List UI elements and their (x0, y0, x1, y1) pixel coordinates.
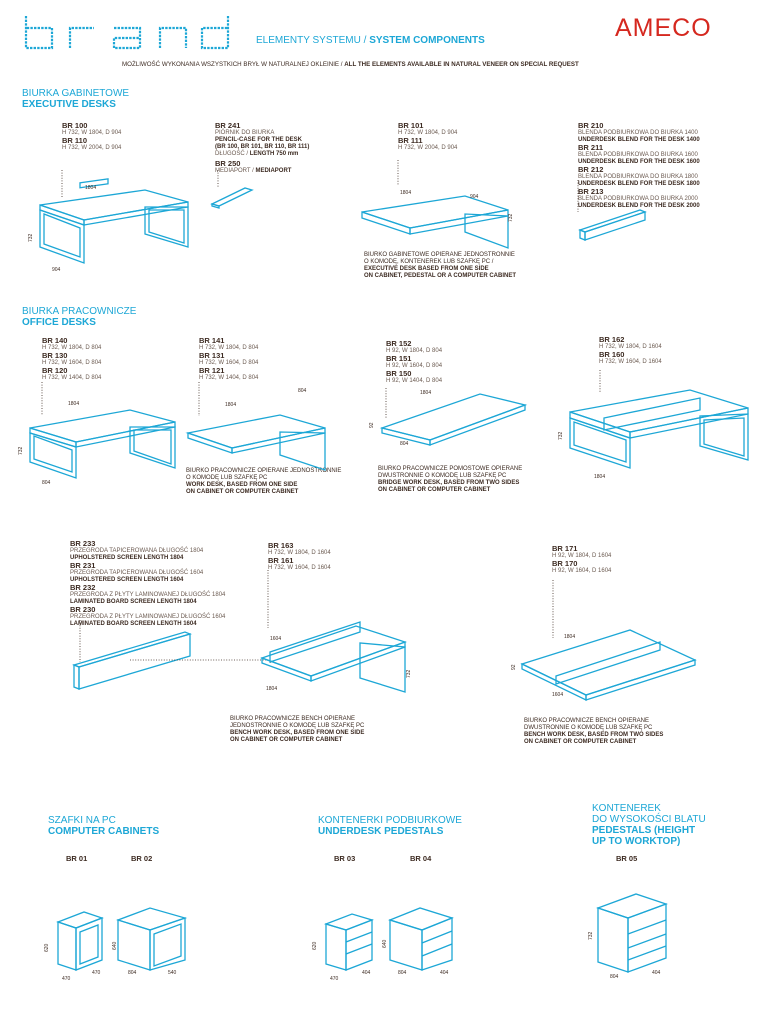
svg-text:804: 804 (128, 970, 137, 976)
bench-two-sides-drawing: 1804 92 1604 (511, 580, 697, 702)
br01-cabinet-drawing: 620 470 470 (44, 911, 104, 982)
bench-drawings: 1604 1804 732 1804 92 1604 (72, 570, 697, 702)
svg-text:732: 732 (508, 213, 514, 222)
br04-pedestal-drawing: 640 804 404 (382, 907, 454, 976)
pencil-case-drawing (210, 170, 254, 209)
screen-panel-drawing (72, 620, 275, 690)
cabinet-drawings: 620 470 470 640 804 540 620 470 404 640 … (44, 893, 668, 982)
svg-text:1804: 1804 (594, 474, 605, 480)
svg-text:804: 804 (42, 480, 51, 486)
br100-desk-drawing: 1804 732 904 (28, 170, 189, 273)
svg-text:1604: 1604 (270, 636, 281, 642)
bench-one-side-drawing: 1604 1804 732 (260, 570, 412, 693)
svg-text:904: 904 (470, 194, 479, 200)
svg-text:470: 470 (92, 970, 101, 976)
office-drawings: 1804 732 804 1804 804 1804 92 804 732 18… (18, 370, 749, 486)
svg-text:404: 404 (652, 970, 661, 976)
svg-text:732: 732 (558, 431, 564, 440)
svg-text:1804: 1804 (266, 686, 277, 692)
office-desk-g2-drawing: 1804 804 (185, 382, 326, 471)
svg-text:404: 404 (440, 970, 449, 976)
svg-text:804: 804 (400, 441, 409, 447)
blend-drawing (577, 180, 647, 241)
pedestals-title: KONTENERKI PODBIURKOWE UNDERDESK PEDESTA… (318, 815, 462, 837)
svg-text:1804: 1804 (68, 401, 79, 407)
office-desk-g4-drawing: 732 1804 (558, 370, 749, 480)
header-subtitle: ELEMENTY SYSTEMU / SYSTEM COMPONENTS (256, 35, 485, 46)
svg-text:470: 470 (330, 976, 339, 982)
br05-pedestal-drawing: 732 804 404 (588, 893, 668, 980)
office-desk-g3-drawing: 1804 92 804 (369, 388, 528, 447)
svg-text:1804: 1804 (400, 190, 411, 196)
code-br05: BR 05 (616, 854, 638, 863)
bench1-caption: BIURKO PRACOWNICZE BENCH OPIERANE JEDNOS… (230, 716, 365, 743)
cabinets-title: SZAFKI NA PC COMPUTER CABINETS (48, 815, 160, 837)
bench2-caption: BIURKO PRACOWNICZE BENCH OPIERANE DWUSTR… (524, 718, 664, 745)
svg-text:1604: 1604 (552, 692, 563, 698)
br100-label: BR 100 H 732, W 1804, D 904 BR 110 H 732… (62, 121, 122, 152)
br101-desk-drawing: 1804 904 732 (361, 160, 514, 249)
svg-text:732: 732 (28, 233, 34, 242)
office-section-title: BIURKA PRACOWNICZE OFFICE DESKS (22, 306, 137, 328)
svg-text:904: 904 (52, 267, 61, 273)
svg-text:404: 404 (362, 970, 371, 976)
veneer-note: MOŻLIWOŚĆ WYKONANIA WSZYSTKICH BRYŁ W NA… (122, 61, 579, 68)
br241-label: BR 241 PIÓRNIK DO BIURKA PENCIL-CASE FOR… (215, 121, 310, 175)
svg-text:804: 804 (398, 970, 407, 976)
pedestals-high-title: KONTENEREK DO WYSOKOŚCI BLATU PEDESTALS … (592, 803, 706, 847)
svg-text:732: 732 (18, 446, 24, 455)
svg-text:92: 92 (369, 422, 375, 428)
office-desk-g1-drawing: 1804 732 804 (18, 382, 176, 486)
svg-text:470: 470 (62, 976, 71, 982)
code-br02: BR 02 (131, 854, 153, 863)
svg-text:804: 804 (298, 388, 307, 394)
svg-text:1804: 1804 (225, 402, 236, 408)
office-caption-one-side: BIURKO PRACOWNICZE OPIERANE JEDNOSTRONNI… (186, 468, 342, 495)
blend-list: BR 210 BLENDA PODBIURKOWA DO BIURKA 1400… (578, 121, 700, 210)
svg-text:732: 732 (406, 669, 412, 678)
executive-caption: BIURKO GABINETOWE OPIERANE JEDNOSTRONNIE… (364, 252, 517, 279)
code-br04: BR 04 (410, 854, 432, 863)
ameco-logo: AMECO (615, 14, 712, 42)
svg-text:540: 540 (168, 970, 177, 976)
svg-text:804: 804 (610, 974, 619, 980)
svg-text:732: 732 (588, 931, 594, 940)
svg-text:1804: 1804 (564, 634, 575, 640)
br03-pedestal-drawing: 620 470 404 (312, 913, 375, 982)
code-br03: BR 03 (334, 854, 356, 863)
brand-logo (24, 16, 230, 50)
svg-text:620: 620 (312, 941, 318, 950)
br02-cabinet-drawing: 640 804 540 (112, 907, 188, 976)
svg-text:640: 640 (112, 941, 118, 950)
executive-drawings: 1804 732 904 1804 904 732 (28, 160, 647, 273)
svg-text:1804: 1804 (85, 185, 96, 191)
svg-text:640: 640 (382, 939, 388, 948)
office-caption-bridge: BIURKO PRACOWNICZE POMOSTOWE OPIERANE DW… (378, 466, 523, 493)
code-br01: BR 01 (66, 854, 88, 863)
svg-text:620: 620 (44, 943, 50, 952)
executive-section-title: BIURKA GABINETOWE EXECUTIVE DESKS (22, 88, 130, 110)
br101-label: BR 101 H 732, W 1804, D 904 BR 111 H 732… (398, 121, 458, 152)
svg-text:1804: 1804 (420, 390, 431, 396)
svg-text:92: 92 (511, 664, 517, 670)
